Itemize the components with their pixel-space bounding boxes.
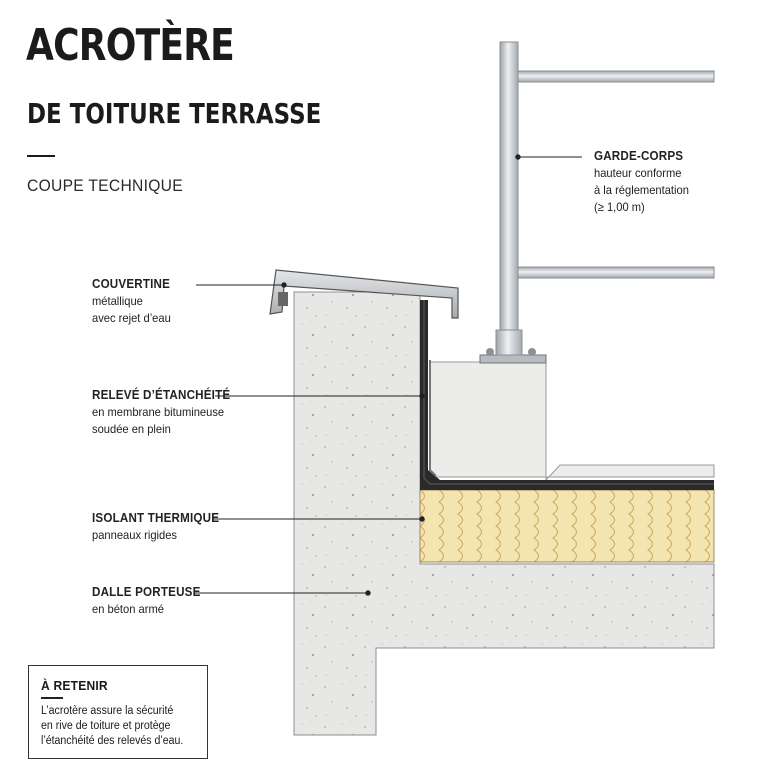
callout-text: soudée en plein: [92, 422, 171, 436]
railing-rail-top: [517, 70, 715, 83]
callout-title: COUVERTINE: [92, 277, 171, 291]
insulation-fibre: [685, 490, 691, 562]
callout-releve: RELEVÉ D’ÉTANCHÉITÉ en membrane bitumine…: [92, 387, 241, 438]
callout-text: avec rejet d’eau: [92, 311, 171, 325]
retenir-text: l’étanchéité des relevés d’eau.: [41, 734, 184, 747]
insulation-fibre: [552, 490, 558, 562]
insulation-fibre: [647, 490, 653, 562]
retenir-text: L’acrotère assure la sécurité: [41, 704, 174, 717]
insulation-fibre: [495, 490, 501, 562]
insulation-fibre: [571, 490, 577, 562]
insulation-fibre: [514, 490, 520, 562]
callout-title: RELEVÉ D’ÉTANCHÉITÉ: [92, 388, 231, 402]
callout-garde-corps: GARDE-CORPS hauteur conforme à la réglem…: [594, 148, 696, 216]
railing-rail-mid: [517, 266, 715, 279]
retenir-divider: [41, 697, 63, 699]
retenir-text: en rive de toiture et protège: [41, 719, 171, 732]
section-label: COUPE TECHNIQUE: [27, 176, 183, 195]
callout-isolant: ISOLANT THERMIQUE panneaux rigides: [92, 510, 229, 544]
insulation-texture: [420, 490, 710, 562]
title-divider: [27, 155, 55, 157]
callout-text: métallique: [92, 294, 143, 308]
page-subtitle: DE TOITURE TERRASSE: [27, 97, 322, 130]
callout-couvertine: COUVERTINE métallique avec rejet d’eau: [92, 276, 177, 327]
retenir-title: À RETENIR: [41, 678, 108, 693]
coping-fixing: [278, 292, 288, 306]
insulation-fibre: [590, 490, 596, 562]
callout-title: GARDE-CORPS: [594, 149, 684, 163]
retenir-box: À RETENIR L’acrotère assure la sécurité …: [28, 665, 208, 759]
insulation-fibre: [704, 490, 710, 562]
insulation-fibre: [457, 490, 463, 562]
insulation-fibre: [628, 490, 634, 562]
callout-text: en béton armé: [92, 602, 164, 616]
insulation-fibre: [666, 490, 672, 562]
insulation-fibre: [438, 490, 444, 562]
insulation-fibre: [476, 490, 482, 562]
callout-text: hauteur conforme: [594, 166, 682, 180]
callout-text: en membrane bitumineuse: [92, 405, 225, 419]
callout-dalle: DALLE PORTEUSE en béton armé: [92, 584, 209, 618]
page-title: ACROTÈRE: [26, 20, 235, 71]
railing-post: [499, 41, 519, 343]
railing-base-plate: [479, 354, 547, 364]
insulation-band: [420, 490, 714, 562]
insulation-fibre: [609, 490, 615, 562]
insulation-fibre: [533, 490, 539, 562]
callout-text: panneaux rigides: [92, 528, 178, 542]
callout-text: à la réglementation: [594, 183, 689, 197]
leader-lines: [195, 154, 582, 596]
callout-title: DALLE PORTEUSE: [92, 585, 201, 599]
concrete-upstand: [429, 361, 715, 482]
callout-text: (≥ 1,00 m): [594, 200, 645, 214]
callout-title: ISOLANT THERMIQUE: [92, 511, 220, 525]
